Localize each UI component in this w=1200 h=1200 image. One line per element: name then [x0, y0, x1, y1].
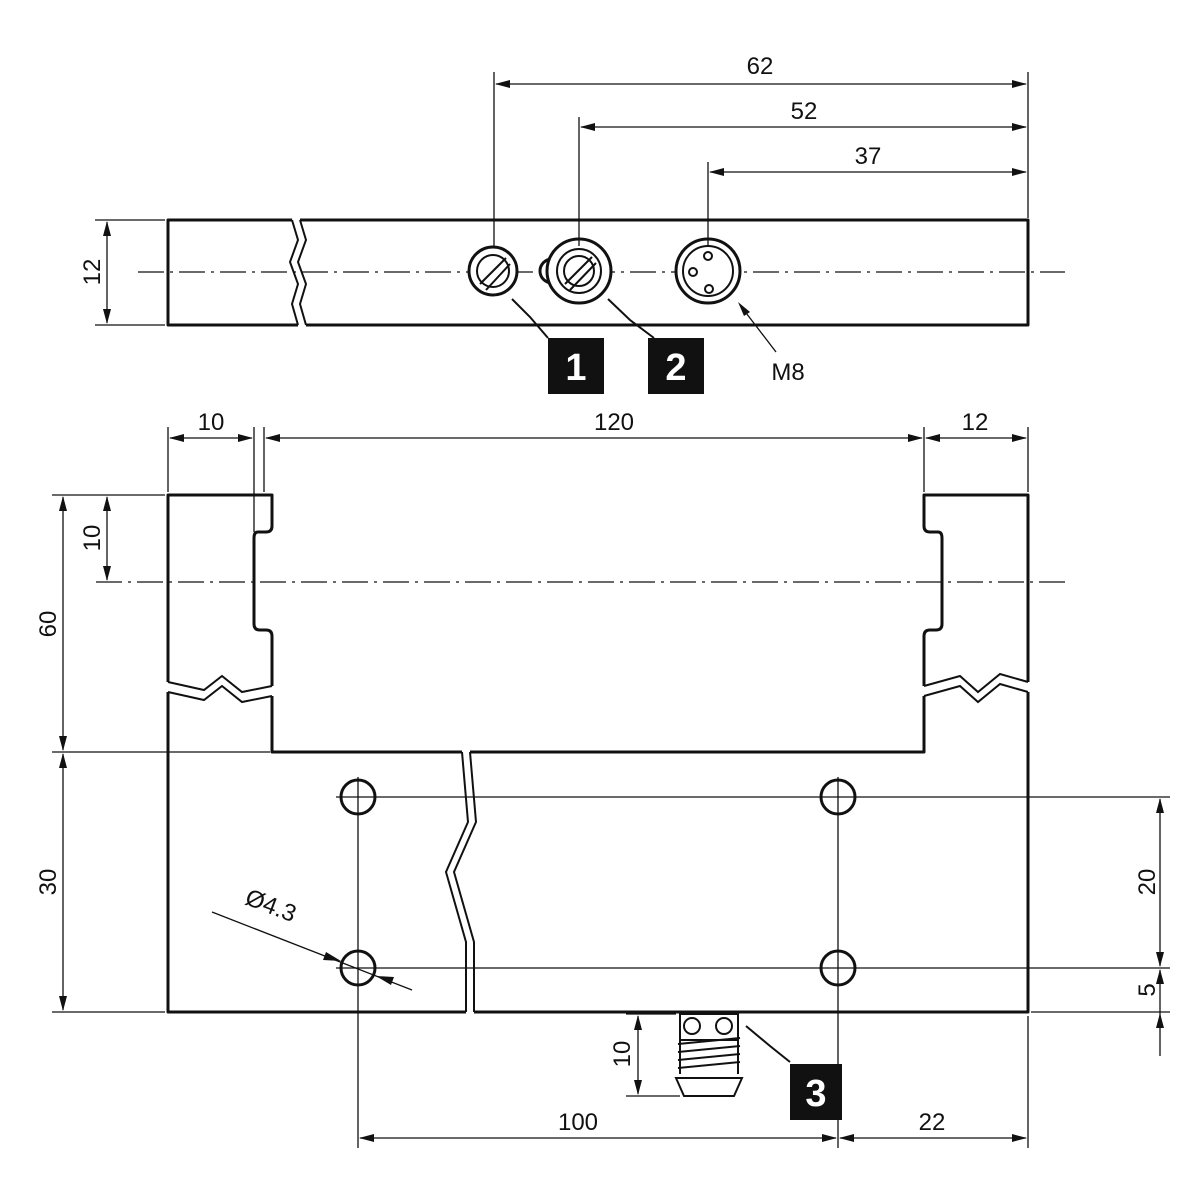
top-view-body-left — [166, 218, 298, 327]
right-arm-break-top — [923, 672, 1029, 694]
body-outline-left — [166, 692, 466, 1014]
left-arm-outline — [166, 493, 274, 686]
body-break-right — [452, 751, 478, 1012]
arrowhead — [103, 496, 111, 511]
body-break-left — [444, 751, 470, 1012]
dim-10-vertical-text: 10 — [79, 525, 106, 552]
arrowhead — [103, 309, 111, 324]
arrowhead — [376, 976, 394, 985]
arrowhead — [1012, 1134, 1027, 1142]
top-view: 1 2 M8 12 62 52 37 — [79, 53, 1065, 394]
leader-m8-arrowhead — [738, 302, 750, 316]
body-inner-right — [470, 696, 926, 754]
arrowhead — [580, 123, 595, 131]
leader-2 — [607, 298, 655, 339]
potentiometer-2-icon — [538, 237, 613, 305]
arrowhead — [495, 80, 510, 88]
dim-62-text: 62 — [747, 53, 774, 80]
top-view-body-right — [300, 218, 1030, 327]
arrowhead — [1012, 123, 1027, 131]
dim-60-text: 60 — [35, 611, 62, 638]
m8-connector-icon — [674, 237, 742, 305]
arrowhead — [822, 1134, 837, 1142]
arrowhead — [1156, 1013, 1164, 1028]
arrowhead — [59, 753, 67, 768]
callout-3-label: 3 — [805, 1073, 826, 1115]
cable-gland-icon — [674, 1013, 744, 1097]
dim-22-text: 22 — [919, 1109, 946, 1136]
arrowhead — [709, 168, 724, 176]
callout-2-box — [648, 338, 704, 394]
top-view-break-left — [288, 219, 300, 326]
hole-diameter-text: Ø4.3 — [242, 884, 300, 928]
dim-12-text: 12 — [79, 259, 106, 286]
right-arm-break-bottom — [923, 682, 1029, 704]
left-arm-break-bottom — [167, 684, 273, 704]
callout-2-label: 2 — [665, 347, 686, 389]
arrowhead — [59, 736, 67, 751]
arrowhead — [103, 566, 111, 581]
dim-100-text: 100 — [558, 1109, 598, 1136]
leader-3 — [745, 1025, 791, 1063]
arrowhead — [265, 434, 280, 442]
arrowhead — [59, 996, 67, 1011]
arrowhead — [169, 434, 184, 442]
leader-1 — [511, 298, 549, 339]
arrowhead — [908, 434, 923, 442]
arrowhead — [1156, 969, 1164, 984]
callout-3-box — [790, 1064, 842, 1120]
arrowhead — [359, 1134, 374, 1142]
dim-cable-10-text: 10 — [609, 1041, 636, 1068]
dim-52-text: 52 — [791, 98, 818, 125]
top-view-break-right — [296, 219, 308, 326]
potentiometer-1-icon — [467, 245, 519, 297]
arrowhead — [1012, 168, 1027, 176]
arrowhead — [634, 1015, 642, 1030]
callout-1-label: 1 — [565, 347, 586, 389]
arrowhead — [59, 496, 67, 511]
dim-120-text: 120 — [594, 409, 634, 436]
dim-20-text: 20 — [1134, 869, 1161, 896]
dim-left-10-text: 10 — [198, 409, 225, 436]
dim-37-text: 37 — [855, 143, 882, 170]
arrowhead — [1012, 434, 1027, 442]
dim-5-text: 5 — [1134, 983, 1161, 996]
body-inner-left — [270, 696, 462, 754]
arrowhead — [323, 952, 341, 961]
dim-right-12-text: 12 — [962, 409, 989, 436]
arrowhead — [634, 1080, 642, 1095]
arrowhead — [925, 434, 940, 442]
arrowhead — [238, 434, 253, 442]
body-outline-right — [474, 692, 1030, 1014]
arrowhead — [103, 221, 111, 236]
left-arm-break-top — [167, 674, 273, 694]
callout-1-box — [548, 338, 604, 394]
arrowhead — [1156, 952, 1164, 967]
arrowhead — [1012, 80, 1027, 88]
front-view: Ø4.3 3 10 10 12 — [35, 409, 1170, 1148]
dim-30-text: 30 — [35, 869, 62, 896]
arrowhead — [1156, 798, 1164, 813]
right-arm-outline — [922, 493, 1030, 686]
connector-label: M8 — [771, 359, 804, 386]
arrowhead — [839, 1134, 854, 1142]
